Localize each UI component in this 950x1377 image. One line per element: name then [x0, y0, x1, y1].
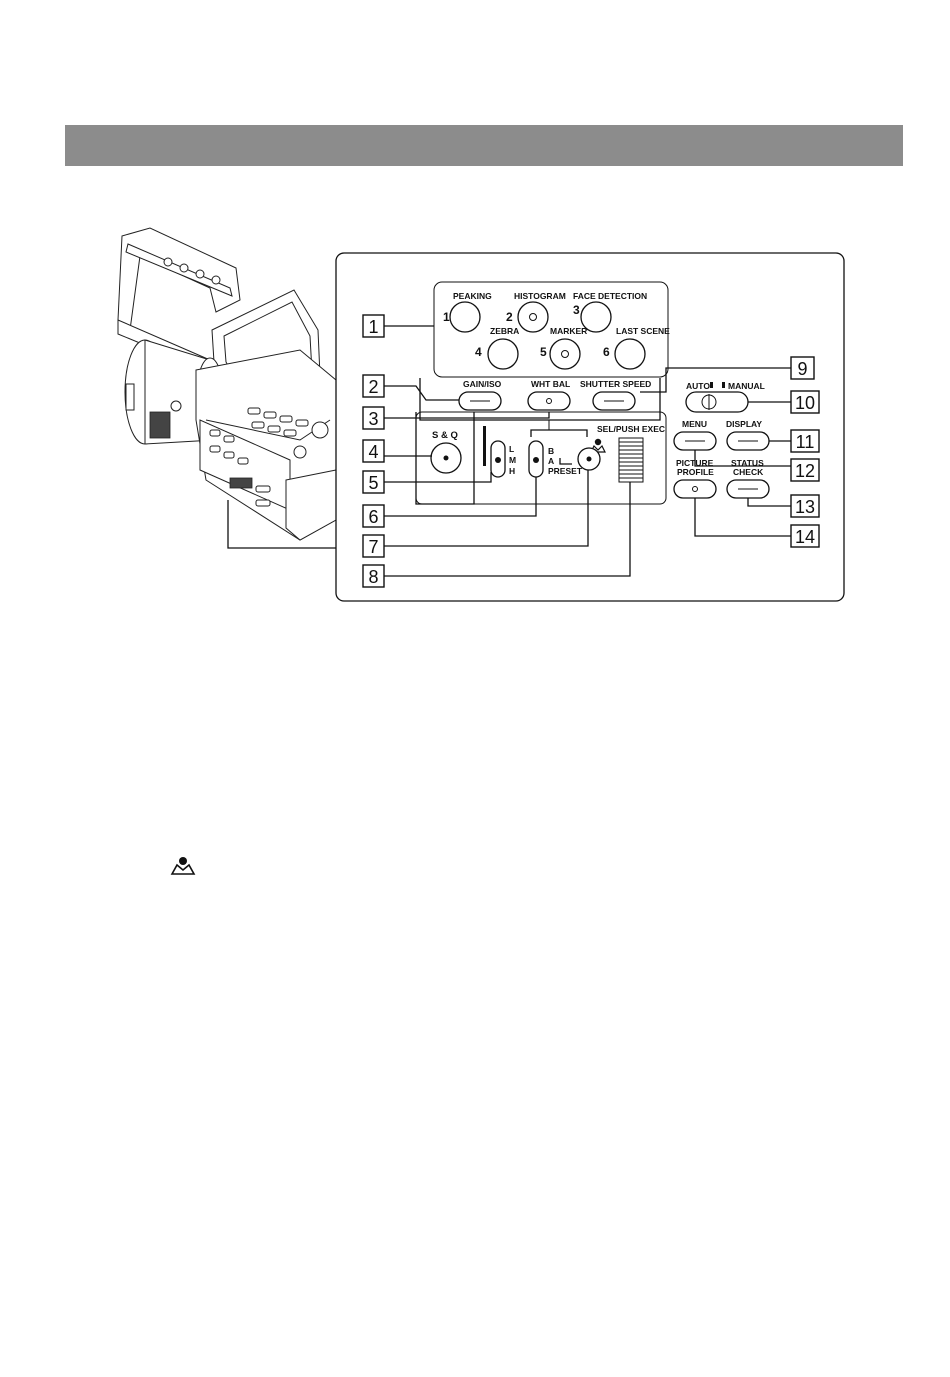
- face-detection-label: FACE DETECTION: [573, 291, 647, 301]
- assign-5-number: 5: [540, 345, 547, 359]
- peaking-label: PEAKING: [453, 291, 492, 301]
- menu-label: MENU: [682, 419, 707, 429]
- callout-2: 2: [368, 377, 378, 397]
- callout-14: 14: [795, 527, 815, 547]
- callout-6: 6: [368, 507, 378, 527]
- wht-bal-label: WHT BAL: [531, 379, 570, 389]
- assign-button-6[interactable]: [615, 339, 645, 369]
- callout-3: 3: [368, 409, 378, 429]
- sel-push-exec-label: SEL/PUSH EXEC: [597, 424, 665, 434]
- callout-5: 5: [368, 473, 378, 493]
- assign-3-number: 3: [573, 303, 580, 317]
- callout-8: 8: [368, 567, 378, 587]
- sel-push-exec-dial[interactable]: [619, 438, 643, 482]
- shutter-speed-label: SHUTTER SPEED: [580, 379, 651, 389]
- gain-pos-l: L: [509, 444, 514, 454]
- auto-manual-switch[interactable]: [686, 392, 748, 412]
- callout-10: 10: [795, 393, 815, 413]
- gain-pos-m: M: [509, 455, 516, 465]
- callout-9: 9: [797, 359, 807, 379]
- assign-1-number: 1: [443, 310, 450, 324]
- gain-pos-h: H: [509, 466, 515, 476]
- assign-button-2[interactable]: [518, 302, 548, 332]
- assign-button-4[interactable]: [488, 339, 518, 369]
- auto-label: AUTO: [686, 381, 710, 391]
- assign-button-1[interactable]: [450, 302, 480, 332]
- picture-profile-button[interactable]: [674, 480, 716, 498]
- callout-13: 13: [795, 497, 815, 517]
- display-label: DISPLAY: [726, 419, 762, 429]
- wht-bal-button[interactable]: [528, 392, 570, 410]
- marker-label: MARKER: [550, 326, 587, 336]
- wb-pos-preset: PRESET: [548, 466, 583, 476]
- assign-2-number: 2: [506, 310, 513, 324]
- last-scene-label: LAST SCENE: [616, 326, 670, 336]
- zebra-label: ZEBRA: [490, 326, 519, 336]
- assign-4-number: 4: [475, 345, 482, 359]
- callout-1: 1: [368, 317, 378, 337]
- wb-pos-b: B: [548, 446, 554, 456]
- profile-label: PROFILE: [677, 467, 714, 477]
- sq-label: S & Q: [432, 430, 458, 441]
- check-label: CHECK: [733, 467, 764, 477]
- callout-7: 7: [368, 537, 378, 557]
- callout-4: 4: [368, 442, 378, 462]
- manual-label: MANUAL: [728, 381, 765, 391]
- assign-button-5[interactable]: [550, 339, 580, 369]
- callout-12: 12: [795, 461, 815, 481]
- callout-11: 11: [796, 432, 815, 452]
- gain-iso-label: GAIN/ISO: [463, 379, 502, 389]
- assign-6-number: 6: [603, 345, 610, 359]
- wb-pos-a: A: [548, 456, 554, 466]
- camera-illustration: [118, 228, 336, 548]
- histogram-label: HISTOGRAM: [514, 291, 566, 301]
- one-push-wb-icon: [172, 857, 194, 874]
